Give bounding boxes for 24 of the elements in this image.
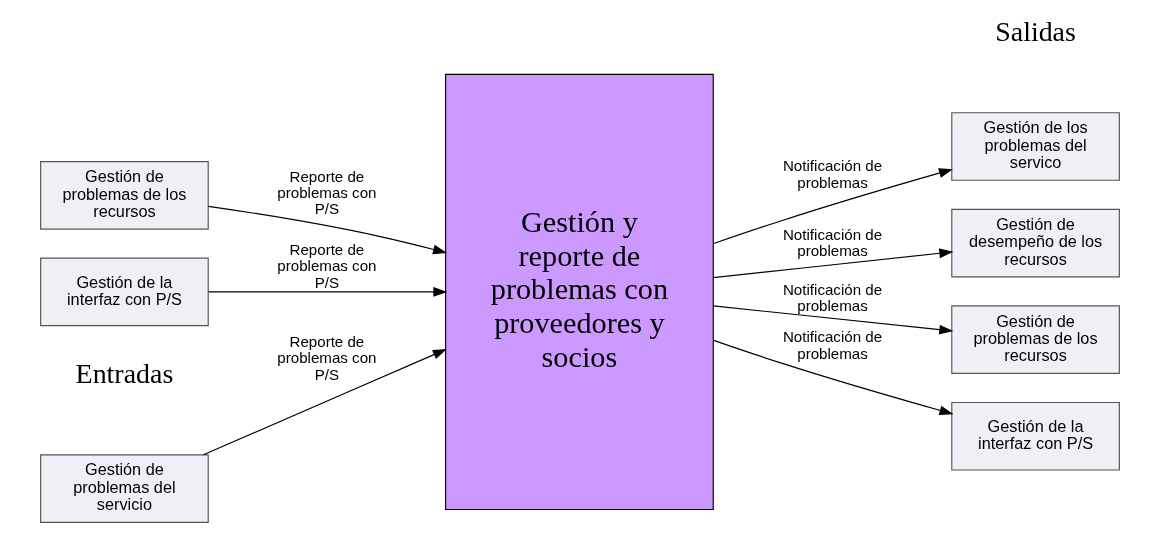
- edge-label: Reporte de problemas con P/S: [277, 333, 377, 383]
- node-box: Gestión de la interfaz con P/S: [40, 257, 209, 327]
- label: Entradas: [75, 357, 174, 389]
- node-box: Gestión de problemas del servicio: [40, 454, 209, 523]
- node-box: Gestión de desempeño de los recursos: [951, 208, 1120, 278]
- arrow: [713, 168, 953, 245]
- edge-label: Notificación de problemas: [782, 328, 883, 362]
- node-box: Gestión de problemas de los recursos: [40, 161, 209, 230]
- label: Salidas: [995, 15, 1076, 47]
- arrow: [712, 305, 954, 335]
- edge-label: Reporte de problemas con P/S: [277, 167, 377, 218]
- arrow: [207, 205, 447, 255]
- node-box: Gestión y reporte de problemas con proveedores y socios: [445, 73, 714, 511]
- arrow: [202, 349, 447, 456]
- node-box: Gestión de los problemas del servico: [951, 112, 1120, 181]
- edge-label: Reporte de problemas con P/S: [277, 241, 377, 291]
- edge-label: Notificación de problemas: [782, 226, 883, 260]
- arrow: [713, 339, 954, 416]
- node-box: Gestión de problemas de los recursos: [951, 305, 1120, 374]
- arrow: [712, 248, 954, 279]
- edge-label: Notificación de problemas: [782, 157, 883, 191]
- edge-label: Notificación de problemas: [782, 280, 883, 315]
- arrow: [208, 287, 448, 297]
- node-box: Gestión de la interfaz con P/S: [951, 401, 1120, 471]
